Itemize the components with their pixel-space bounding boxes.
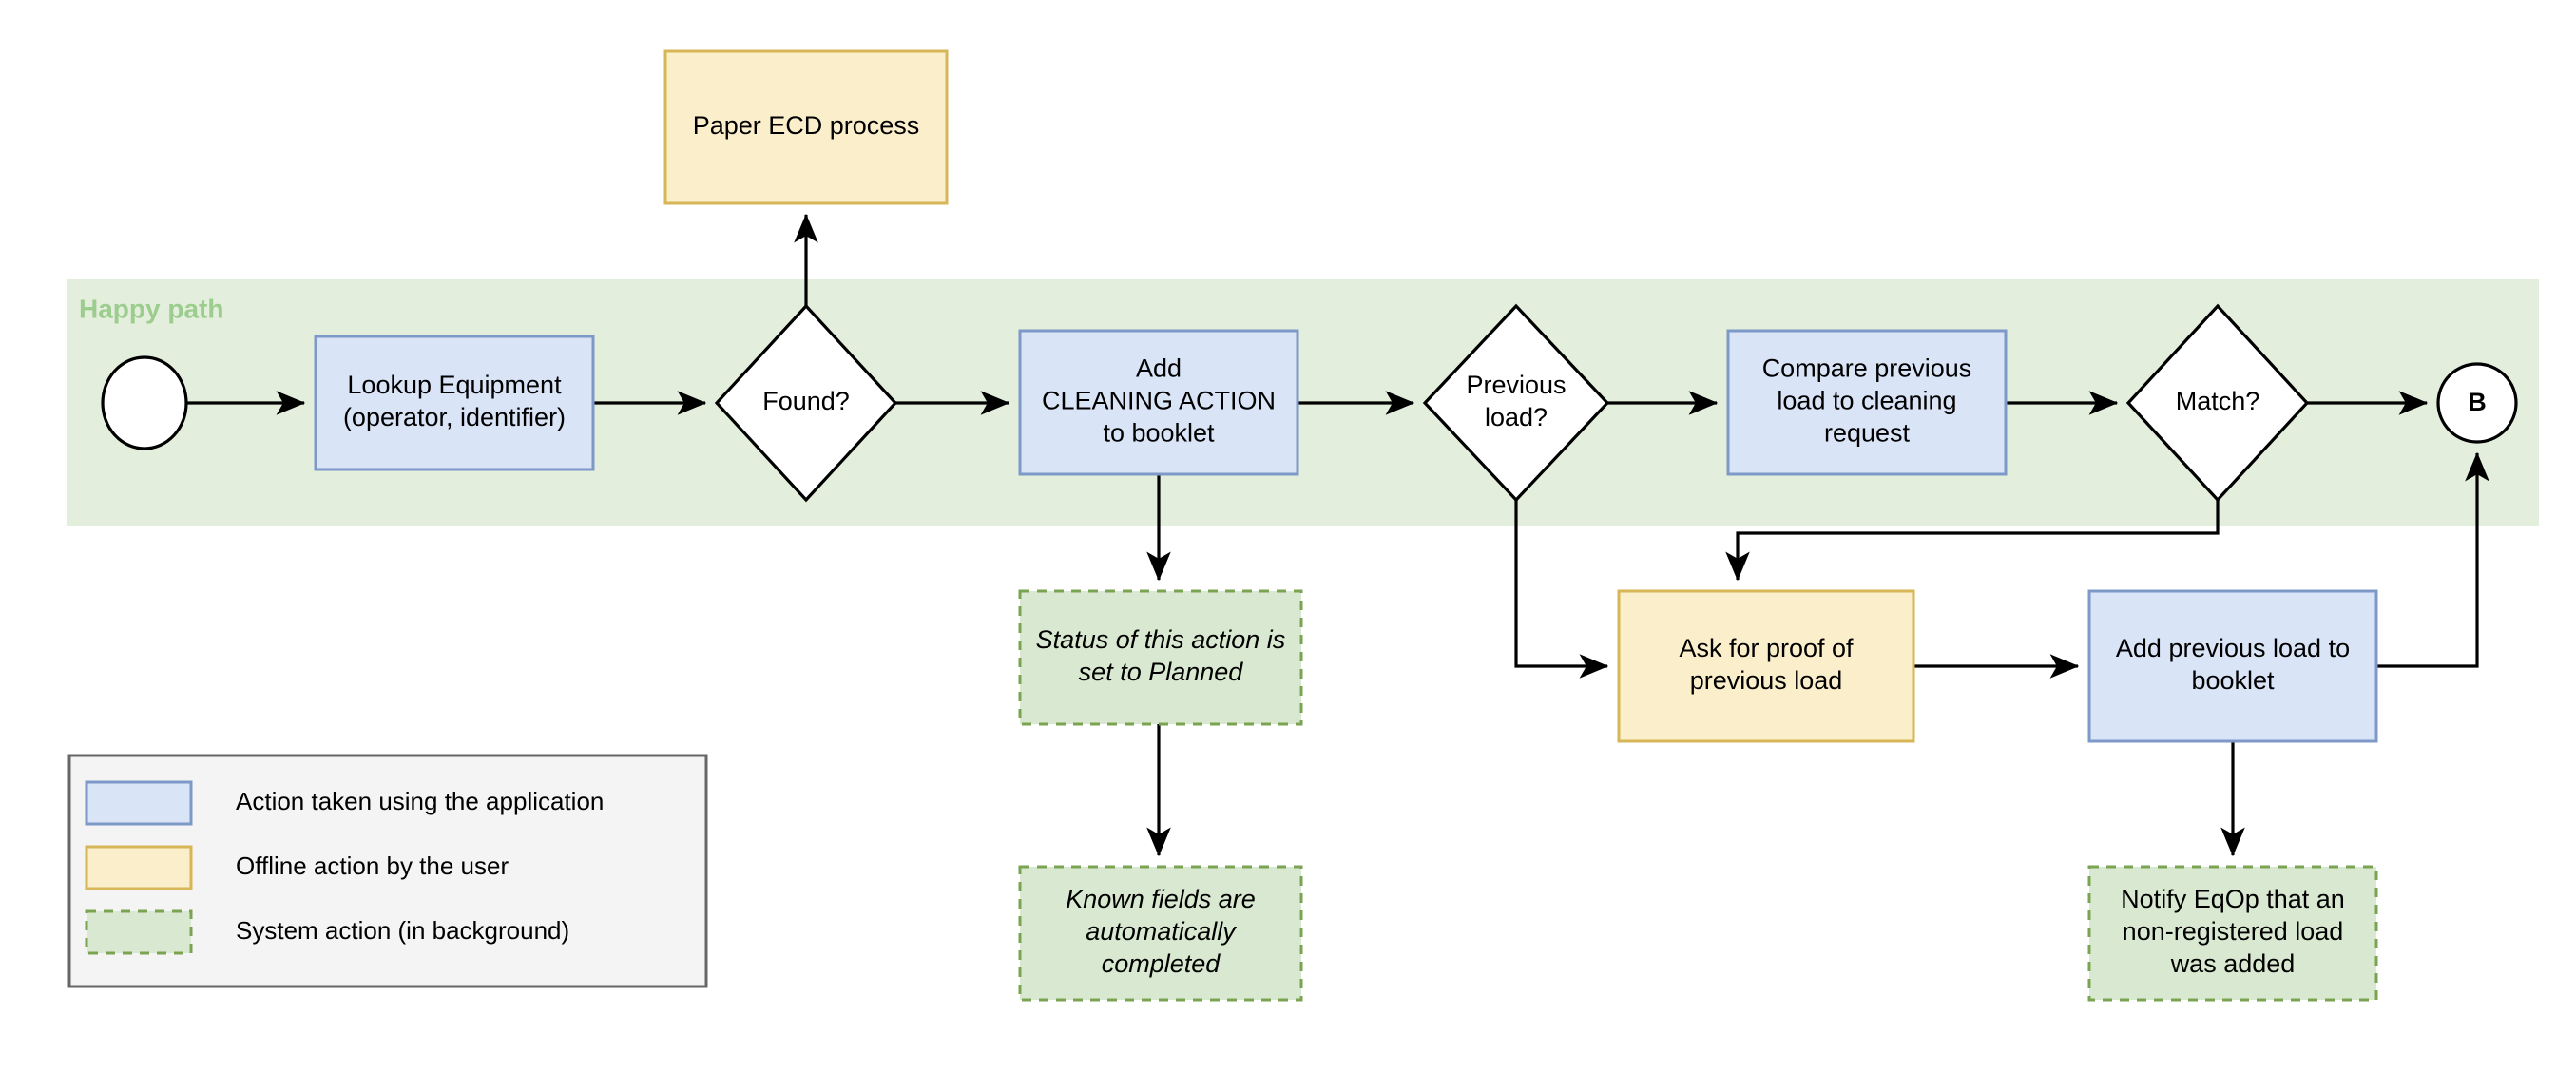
node-shape [1018,865,1303,1002]
node-label: Ask for proof of [1679,634,1854,662]
node-label: Lookup Equipment [347,371,562,399]
legend: Action taken using the application Offli… [67,754,708,988]
node-label: B [2468,388,2487,416]
node-shape [2125,303,2310,503]
node-label-part: Add [2116,634,2169,662]
node-shape [314,335,595,471]
node-label: request [1824,419,1911,448]
legend-label: Offline action by the user [236,852,509,880]
node-label: Found? [762,387,850,415]
node-end-b[interactable]: B [2436,362,2518,444]
edge-previous-load-no-to-ask-proof [1514,500,1609,679]
node-add-cleaning-action[interactable]: Add CLEANING ACTION to booklet [1018,329,1299,476]
node-paper-ecd[interactable]: Paper ECD process [663,49,949,205]
node-shape [1422,303,1610,503]
node-notify-eqop[interactable]: Notify EqOp that an non-registered load … [2087,865,2378,1002]
node-label: load? [1485,403,1548,431]
node-label: to booklet [1103,419,1215,448]
edge-match-no-to-ask-proof [1725,500,2220,582]
node-compare-previous-load[interactable]: Compare previous load to cleaning reques… [1726,329,2008,476]
node-shape [2087,589,2378,743]
edge-add-previous-load-to-end-b [2376,451,2489,668]
node-label: was added [2170,949,2296,978]
node-previous-load-decision[interactable]: Previous load? [1422,303,1610,503]
node-label: completed [1102,949,1221,978]
node-add-previous-load[interactable]: Add previous load to booklet [2087,589,2378,743]
node-start[interactable] [101,355,188,450]
legend-label: System action (in background) [236,916,569,945]
legend-swatch-offline-action [85,845,193,890]
node-label: Status of this action is [1036,625,1286,654]
node-label-part: to [2321,634,2350,662]
node-label: Match? [2176,387,2260,415]
node-shape [1018,589,1303,726]
node-label: booklet [2191,666,2275,695]
node-shape [1018,329,1299,476]
node-shape [2436,362,2518,444]
node-found-decision[interactable]: Found? [714,303,898,503]
node-label: non-registered load [2123,917,2344,946]
node-label-part-bold: previous load [2168,634,2321,662]
node-shape [663,49,949,205]
node-label: previous load [1690,666,1843,695]
legend-swatch-system-action [85,909,193,955]
node-match-decision[interactable]: Match? [2125,303,2310,503]
node-shape [1617,589,1915,743]
node-shape [714,303,898,503]
node-label: CLEANING ACTION [1042,387,1276,415]
node-status-planned[interactable]: Status of this action is set to Planned [1018,589,1303,726]
legend-swatch-app-action [85,780,193,826]
node-known-fields[interactable]: Known fields are automatically completed [1018,865,1303,1002]
node-label: load to cleaning [1777,387,1956,415]
node-shape [1726,329,2008,476]
node-lookup-equipment[interactable]: Lookup Equipment (operator, identifier) [314,335,595,471]
node-label: (operator, identifier) [343,403,566,431]
node-shape [101,355,188,450]
node-label: set to Planned [1079,658,1244,686]
node-shape [2087,865,2378,1002]
connectors [186,213,2489,857]
legend-label: Action taken using the application [236,787,604,815]
node-label: Known fields are [1066,885,1256,913]
node-ask-proof[interactable]: Ask for proof of previous load [1617,589,1915,743]
node-label: Previous [1466,371,1566,399]
node-label: Compare previous [1762,354,1972,383]
happy-path-label: Happy path [79,294,223,323]
node-label: Paper ECD process [693,111,920,140]
node-label: automatically [1086,917,1237,946]
node-label: Notify EqOp that an [2121,885,2345,913]
node-label: Add previous load to [2116,634,2350,662]
node-label: Add [1136,354,1182,383]
